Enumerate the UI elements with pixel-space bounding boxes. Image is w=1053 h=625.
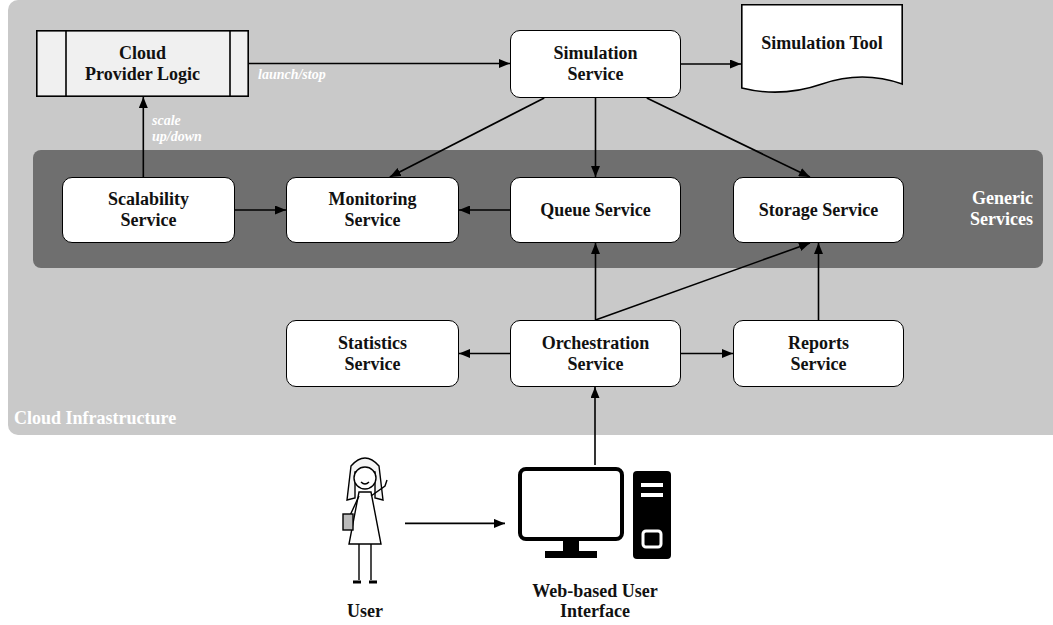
connector-arrow (681, 353, 733, 355)
node-label: Statistics Service (313, 333, 433, 374)
connector-arrow (143, 97, 145, 177)
service-box: Scalability Service (62, 177, 235, 243)
node-label: Queue Service (540, 200, 650, 221)
node-label: Orchestration Service (521, 333, 671, 374)
cloud-region: Cloud Provider Logic Simulation Service Si… (8, 0, 1053, 435)
connector-arrow (390, 98, 544, 177)
computer-figure: Web-based User Interface (505, 465, 685, 622)
node-label: Simulation Tool (761, 33, 883, 54)
node-label: Monitoring Service (313, 189, 433, 230)
provider-box: Cloud Provider Logic (36, 30, 249, 97)
service-box: Queue Service (510, 177, 681, 243)
connector-arrow (459, 353, 510, 355)
connector-arrow (681, 63, 741, 65)
connector-arrow (459, 209, 510, 211)
region-label: Generic Services (953, 188, 1033, 229)
connector-arrow (594, 387, 596, 465)
edge-label: scale up/down (152, 113, 224, 145)
shape-outline (505, 465, 685, 563)
node-label: Cloud Provider Logic (85, 43, 201, 84)
node-label: Reports Service (759, 333, 879, 374)
connector-arrow (595, 98, 597, 177)
service-box: Orchestration Service (510, 320, 681, 387)
connector-arrow (405, 523, 505, 525)
user-figure: User (325, 452, 405, 622)
shape-outline (325, 452, 405, 597)
node-label: User (347, 601, 383, 622)
node-label: Scalability Service (89, 189, 209, 230)
node-label: Simulation Service (536, 43, 656, 84)
service-box: Statistics Service (286, 320, 459, 387)
connector-arrow (596, 243, 810, 320)
tool-document: Simulation Tool (741, 4, 903, 96)
services-band: Scalability Service Monitoring Service Que… (33, 150, 1043, 268)
edge-label: launch/stop (258, 67, 326, 83)
connector-arrow (249, 63, 510, 65)
node-label: Web-based User Interface (530, 581, 660, 622)
node-label: Storage Service (759, 200, 878, 221)
service-box: Simulation Service (510, 30, 681, 98)
service-box: Storage Service (733, 177, 904, 243)
connector-arrow (595, 243, 597, 320)
connector-arrow (235, 209, 286, 211)
region-label: Cloud Infrastructure (14, 408, 176, 429)
connector-arrow (647, 98, 810, 177)
service-box: Monitoring Service (286, 177, 459, 243)
service-box: Reports Service (733, 320, 904, 387)
connector-arrow (818, 243, 820, 320)
